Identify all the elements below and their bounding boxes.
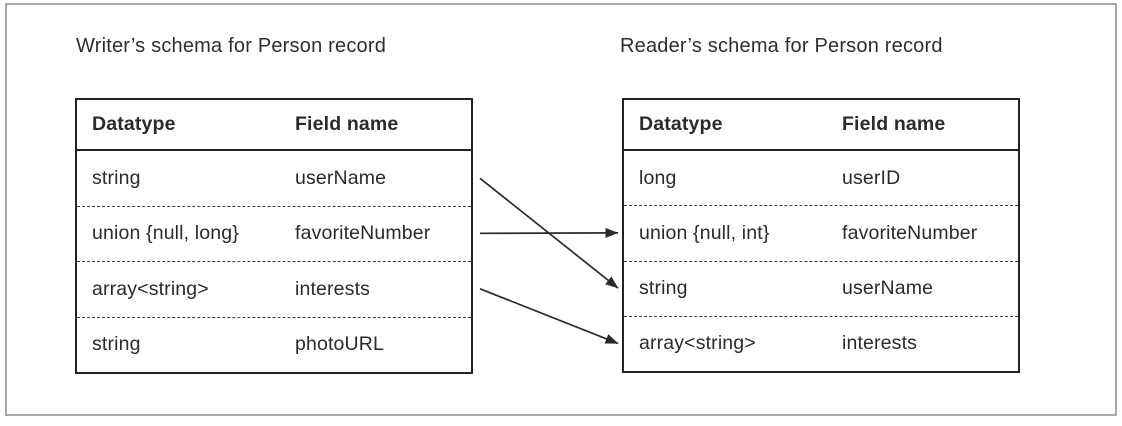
field-name-cell: interests [842, 332, 918, 355]
column-header-field-name: Field name [295, 113, 399, 135]
field-name-cell: favoriteNumber [842, 221, 978, 244]
column-header-field-name: Field name [842, 113, 946, 135]
datatype-cell: array<string> [639, 332, 756, 355]
reader-row: long userID [624, 151, 1018, 205]
column-header-datatype: Datatype [639, 113, 723, 135]
reader-row: string userName [624, 260, 1018, 316]
field-name-cell: photoURL [295, 333, 385, 356]
datatype-cell: union {null, long} [92, 222, 239, 245]
datatype-cell: union {null, int} [639, 221, 770, 244]
datatype-cell: string [639, 277, 688, 300]
schema-mapping-arrow [479, 177, 619, 289]
writer-schema-table: Datatype Field name string userName unio… [75, 98, 473, 374]
field-name-cell: userName [295, 166, 387, 189]
column-header-datatype: Datatype [92, 113, 176, 135]
field-name-cell: interests [295, 277, 371, 300]
writer-row: union {null, long} favoriteNumber [77, 205, 471, 262]
field-name-cell: userName [842, 277, 934, 300]
datatype-cell: array<string> [92, 277, 209, 300]
reader-schema-title: Reader’s schema for Person record [620, 35, 943, 57]
reader-row: array<string> interests [624, 315, 1018, 371]
field-name-cell: favoriteNumber [295, 222, 431, 245]
datatype-cell: long [639, 166, 677, 189]
reader-header-row: Datatype Field name [624, 100, 1018, 151]
field-name-cell: userID [842, 166, 901, 189]
reader-row: union {null, int} favoriteNumber [624, 205, 1018, 260]
reader-schema-table: Datatype Field name long userID union {n… [622, 98, 1020, 373]
writer-row: string userName [77, 151, 471, 206]
datatype-cell: string [92, 333, 141, 356]
writer-schema-title: Writer’s schema for Person record [76, 35, 387, 57]
datatype-cell: string [92, 166, 141, 189]
writer-row: array<string> interests [77, 261, 471, 317]
schema-mapping-arrow [479, 288, 619, 345]
writer-header-row: Datatype Field name [77, 100, 471, 151]
writer-row: string photoURL [77, 316, 471, 373]
